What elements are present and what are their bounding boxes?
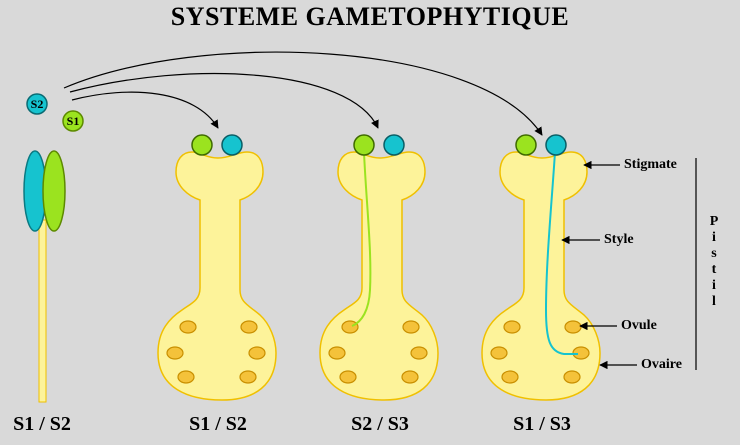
genotype-stamen: S1 / S2	[13, 413, 71, 435]
pollen-on-stigma-s2	[221, 134, 243, 156]
pollen-on-stigma-s2	[383, 134, 405, 156]
pistil-3	[481, 134, 601, 401]
pollen-s1-label: S1	[67, 114, 80, 128]
pistil-1	[157, 134, 277, 401]
ovules-pistil-3	[490, 320, 590, 384]
stamen	[23, 150, 66, 403]
pollen-s2: S2	[26, 93, 48, 115]
arrow-to-pistil-2	[69, 72, 379, 129]
pollen-on-stigma-s2	[545, 134, 567, 156]
pollen-on-stigma-s1	[515, 134, 537, 156]
genotype-pistil-3: S1 / S3	[513, 413, 571, 435]
ovule-label: Ovule	[621, 318, 657, 333]
ovaire-label: Ovaire	[641, 357, 682, 372]
pistil-2	[319, 134, 439, 401]
style-label: Style	[604, 232, 634, 247]
pollen-tube-s2	[544, 151, 578, 355]
stigmate-label: Stigmate	[624, 157, 677, 172]
pollen-s2-label: S2	[31, 97, 44, 111]
pollen-s1: S1	[62, 110, 84, 132]
pollen-on-stigma-s1	[353, 134, 375, 156]
arrow-to-pistil-1	[71, 91, 219, 129]
diagram-title: SYSTEME GAMETOPHYTIQUE	[170, 2, 570, 31]
arrow-to-pistil-3	[63, 51, 543, 136]
ovules-pistil-2	[328, 320, 428, 384]
pollen-on-stigma-s1	[191, 134, 213, 156]
pollen-tube-s1	[351, 151, 372, 327]
genotype-pistil-2: S2 / S3	[351, 413, 409, 435]
genotype-pistil-1: S1 / S2	[189, 413, 247, 435]
ovules-pistil-1	[166, 320, 266, 384]
